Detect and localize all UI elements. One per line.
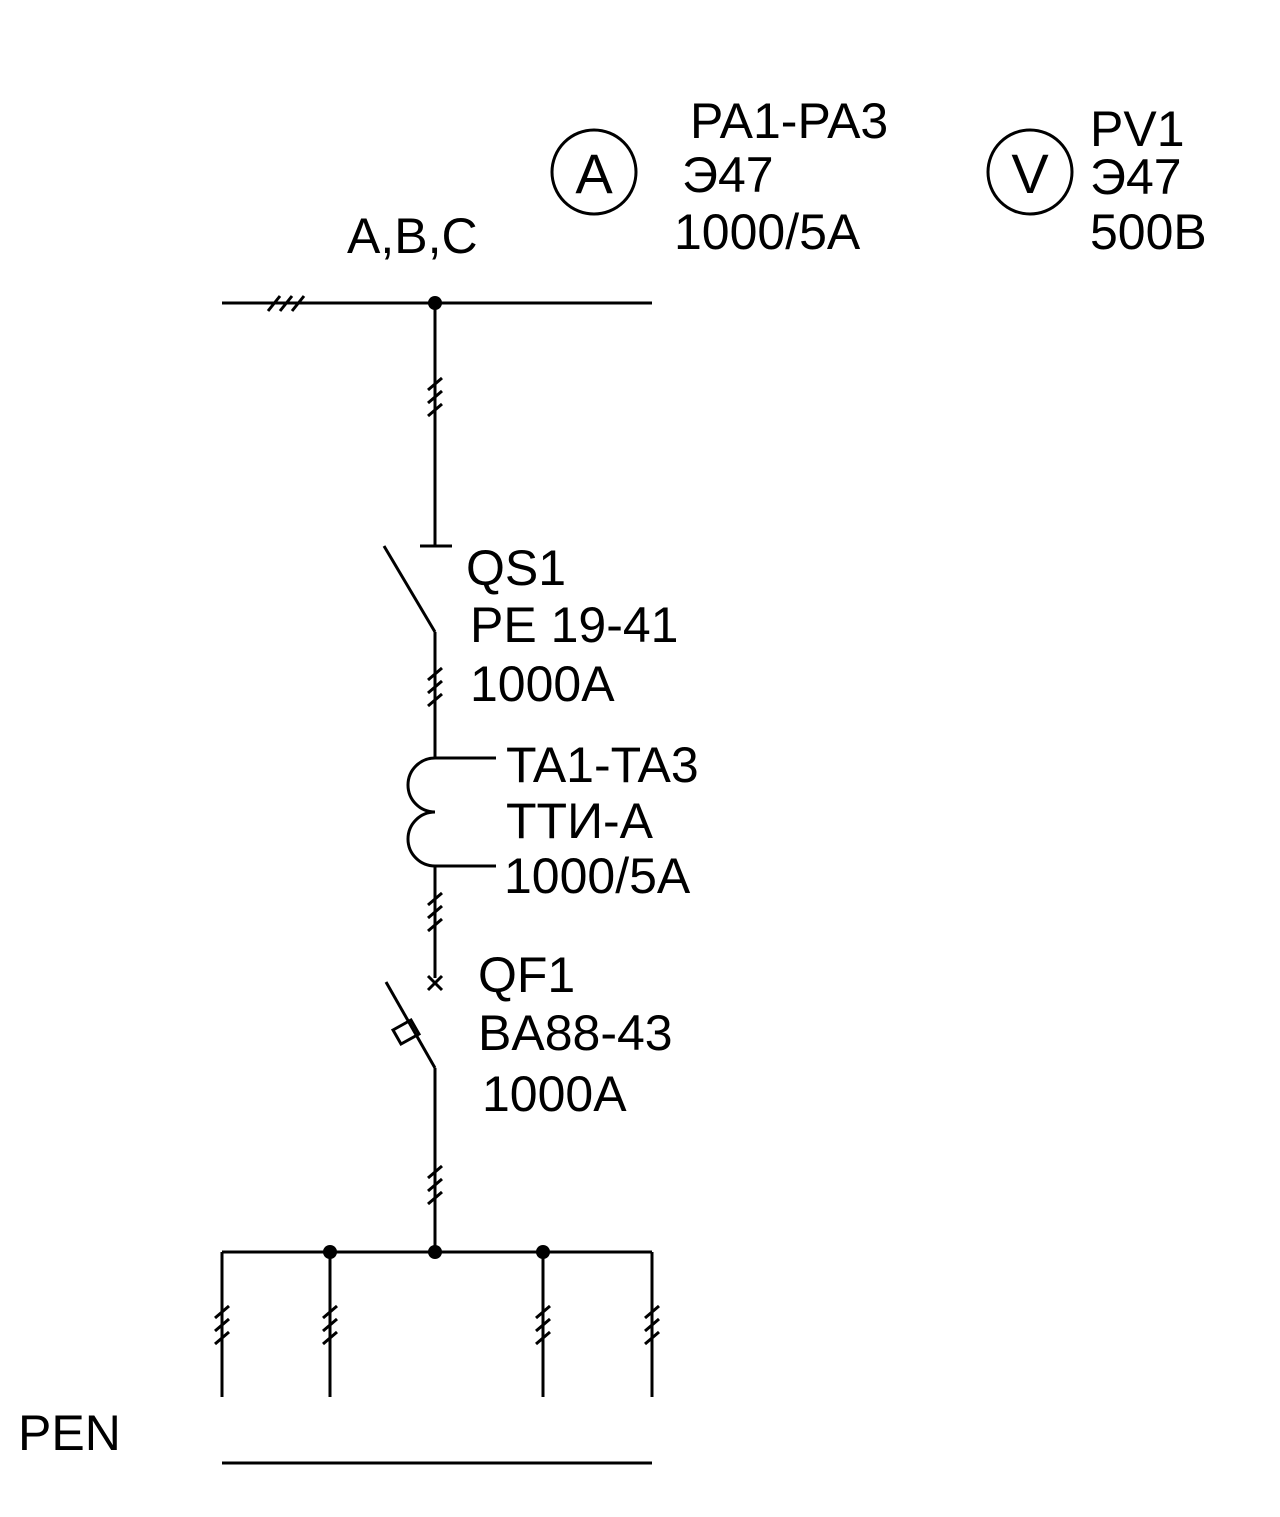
ammeter-symbol-letter: A — [575, 142, 613, 205]
voltmeter-rating: 500B — [1090, 204, 1207, 260]
disconnector-type: PE 19-41 — [470, 597, 678, 653]
breaker-type: BA88-43 — [478, 1005, 673, 1061]
feeder-line-upper — [427, 303, 443, 546]
top-busbar — [222, 295, 652, 312]
pen-label: PEN — [18, 1405, 121, 1461]
ammeter-label: PA1-PA3 — [690, 93, 888, 149]
ct-type: ТТИ-А — [506, 793, 654, 849]
outgoing-feeder-4 — [644, 1252, 660, 1397]
bottom-busbar — [222, 1245, 652, 1259]
outgoing-feeder-3 — [535, 1252, 551, 1397]
bus-phases-label: A,B,C — [347, 208, 478, 264]
voltmeter-symbol: V — [986, 128, 1074, 216]
ammeter-symbol: A — [550, 128, 638, 216]
voltmeter-label: PV1 — [1090, 101, 1185, 157]
disconnector-symbol — [382, 544, 452, 758]
current-transformer-symbol — [406, 756, 496, 978]
ct-label: TA1-TA3 — [506, 737, 699, 793]
voltmeter-symbol-letter: V — [1011, 142, 1049, 205]
outgoing-feeder-2 — [322, 1252, 338, 1397]
disconnector-rating: 1000A — [470, 656, 615, 712]
breaker-label: QF1 — [478, 947, 575, 1003]
breaker-rating: 1000A — [482, 1066, 627, 1122]
outgoing-feeder-1 — [214, 1252, 230, 1397]
disconnector-label: QS1 — [466, 540, 566, 596]
voltmeter-type: Э47 — [1090, 149, 1182, 205]
breaker-symbol — [384, 974, 444, 1252]
ammeter-type: Э47 — [682, 147, 774, 203]
ammeter-rating: 1000/5A — [674, 204, 861, 260]
ct-rating: 1000/5A — [504, 848, 691, 904]
